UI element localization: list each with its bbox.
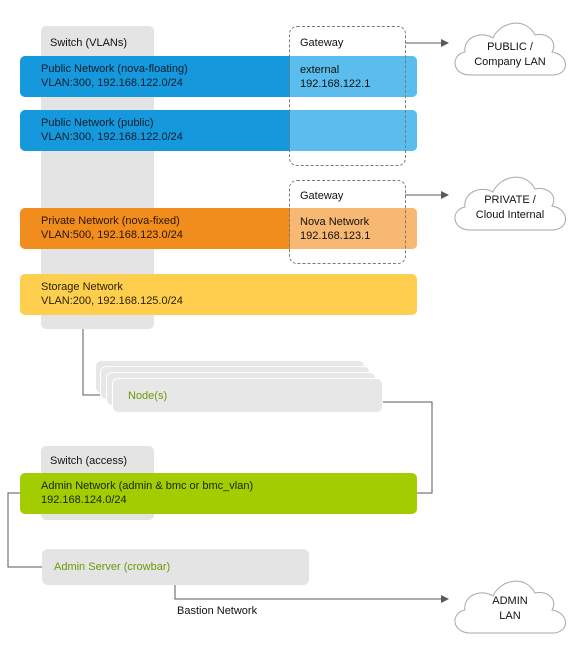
private-cloud-line2: Cloud Internal [475, 209, 545, 221]
admin-server-label: Admin Server (crowbar) [54, 561, 171, 573]
public-cloud-line1: PUBLIC / [487, 41, 533, 53]
public-gateway-name: external [300, 64, 340, 76]
public-gateway [289, 26, 406, 166]
public-floating-network-name: Public Network (nova-floating) [41, 63, 188, 75]
storage-network: Storage Network VLAN:200, 192.168.125.0/… [20, 274, 417, 315]
node-card-stack-1 [112, 378, 383, 413]
public-network-detail: VLAN:300, 192.168.122.0/24 [41, 131, 183, 143]
private-gateway-ip: 192.168.123.1 [300, 230, 371, 242]
admin-to-server-line [7, 492, 42, 568]
switch-to-nodes-line [82, 327, 100, 396]
public-gateway-overlay-1 [290, 56, 417, 97]
admin-cloud-line1: ADMIN [492, 595, 528, 607]
private-network-detail: VLAN:500, 192.168.123.0/24 [41, 229, 183, 241]
admin-network-detail: 192.168.124.0/24 [41, 494, 127, 506]
nodes-label: Node(s) [128, 390, 168, 402]
private-gateway-name: Nova Network [300, 216, 370, 228]
bastion-network-label: Bastion Network [177, 605, 258, 617]
public-gateway-overlay-2 [290, 110, 417, 151]
public-floating-network-detail: VLAN:300, 192.168.122.0/24 [41, 77, 183, 89]
public-cloud-line2: Company LAN [474, 56, 546, 68]
public-gateway-ip: 192.168.122.1 [300, 78, 371, 90]
storage-network-detail: VLAN:200, 192.168.125.0/24 [41, 295, 183, 307]
bastion-line [174, 585, 449, 603]
public-gateway-title: Gateway [300, 37, 344, 49]
public-cloud-icon [454, 22, 566, 76]
admin-server [42, 549, 309, 585]
private-cloud-line1: PRIVATE / [484, 194, 536, 206]
admin-cloud-line2: LAN [499, 610, 521, 622]
switch-vlans-label: Switch (VLANs) [50, 37, 128, 49]
admin-network: Admin Network (admin & bmc or bmc_vlan) … [20, 473, 417, 514]
admin-network-name: Admin Network (admin & bmc or bmc_vlan) [41, 480, 254, 492]
private-gateway-overlay [290, 208, 417, 249]
private-cloud-icon [454, 176, 566, 231]
private-network-name: Private Network (nova-fixed) [41, 215, 180, 227]
private-cloud-label: PRIVATE / Cloud Internal [465, 193, 555, 223]
private-gateway-title: Gateway [300, 190, 344, 202]
admin-cloud-icon [454, 580, 566, 634]
private-gateway [289, 180, 406, 264]
admin-cloud-label: ADMIN LAN [465, 594, 555, 624]
public-cloud-label: PUBLIC / Company LAN [465, 40, 555, 70]
storage-network-name: Storage Network [41, 281, 123, 293]
nodes-to-admin-line [383, 401, 433, 494]
public-network-name: Public Network (public) [41, 117, 154, 129]
switch-access-label: Switch (access) [50, 455, 128, 467]
